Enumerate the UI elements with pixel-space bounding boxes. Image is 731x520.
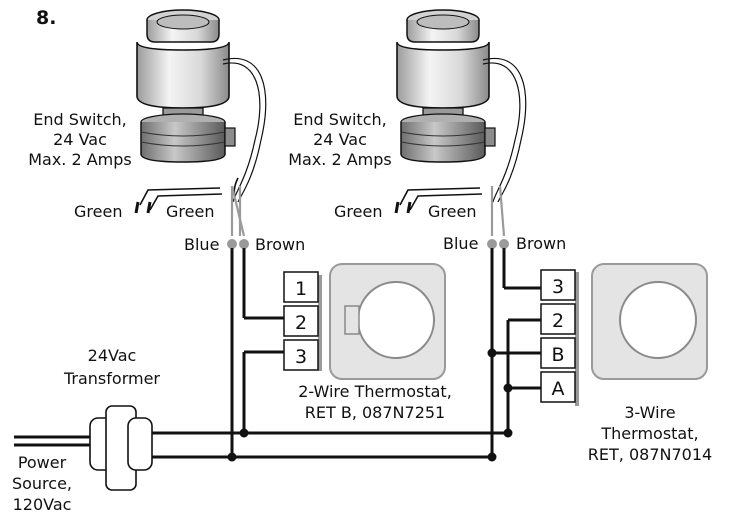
thermostat-2wire-body (329, 263, 446, 380)
actuator-left-green-b: Green (166, 202, 214, 221)
power-source-label-line3: 120Vac (13, 495, 72, 514)
actuator-right-icon (396, 9, 527, 203)
actuator-right-blue: Blue (443, 234, 478, 253)
thermostat-3wire-terminal-block: 3 2 B A (540, 269, 579, 406)
thermostat-3wire-terminal-2: 2 (552, 310, 564, 332)
actuator-right-brown: Brown (516, 234, 566, 253)
thermostat-3wire-label-line3: RET, 087N7014 (588, 445, 712, 464)
actuator-left-icon (136, 9, 267, 203)
thermostat-2wire-terminal-2: 2 (295, 312, 307, 334)
transformer-label-line1: 24Vac (88, 346, 137, 365)
power-source-label-line2: Source, (12, 474, 72, 493)
transformer-label-line2: Transformer (63, 369, 160, 388)
thermostat-2wire-terminal-3: 3 (295, 346, 307, 368)
power-source-label-line1: Power (18, 453, 67, 472)
wiring-24v (152, 248, 541, 462)
thermostat-3wire-terminal-3: 3 (552, 276, 564, 298)
actuator-left-label-line1: End Switch, (33, 110, 126, 129)
actuator-left-label-line2: 24 Vac (53, 130, 107, 149)
thermostat-2wire-terminal-block: 1 2 3 (283, 271, 322, 371)
actuator-left-label-line3: Max. 2 Amps (28, 150, 132, 169)
actuator-right-label-line3: Max. 2 Amps (288, 150, 392, 169)
actuator-right-label-line2: 24 Vac (313, 130, 367, 149)
thermostat-3wire-body (591, 263, 708, 380)
thermostat-3wire-terminal-b: B (551, 344, 564, 366)
thermostat-3wire-terminal-a: A (552, 378, 565, 400)
actuator-right-green-a: Green (334, 202, 382, 221)
transformer-icon (89, 405, 153, 491)
thermostat-3wire-label-line1: 3-Wire (624, 403, 675, 422)
actuator-left-brown: Brown (255, 235, 305, 254)
actuator-right-green-b: Green (428, 202, 476, 221)
actuator-left-blue: Blue (184, 235, 219, 254)
actuator-left-green-a: Green (74, 202, 122, 221)
thermostat-2wire-terminal-1: 1 (295, 278, 307, 300)
thermostat-2wire-label-line1: 2-Wire Thermostat, (298, 382, 452, 401)
power-source-wires (14, 435, 90, 447)
thermostat-2wire-label-line2: RET B, 087N7251 (305, 403, 445, 422)
figure-number: 8. (36, 7, 56, 29)
thermostat-3wire-label-line2: Thermostat, (600, 424, 698, 443)
actuator-right-label-line1: End Switch, (293, 110, 386, 129)
